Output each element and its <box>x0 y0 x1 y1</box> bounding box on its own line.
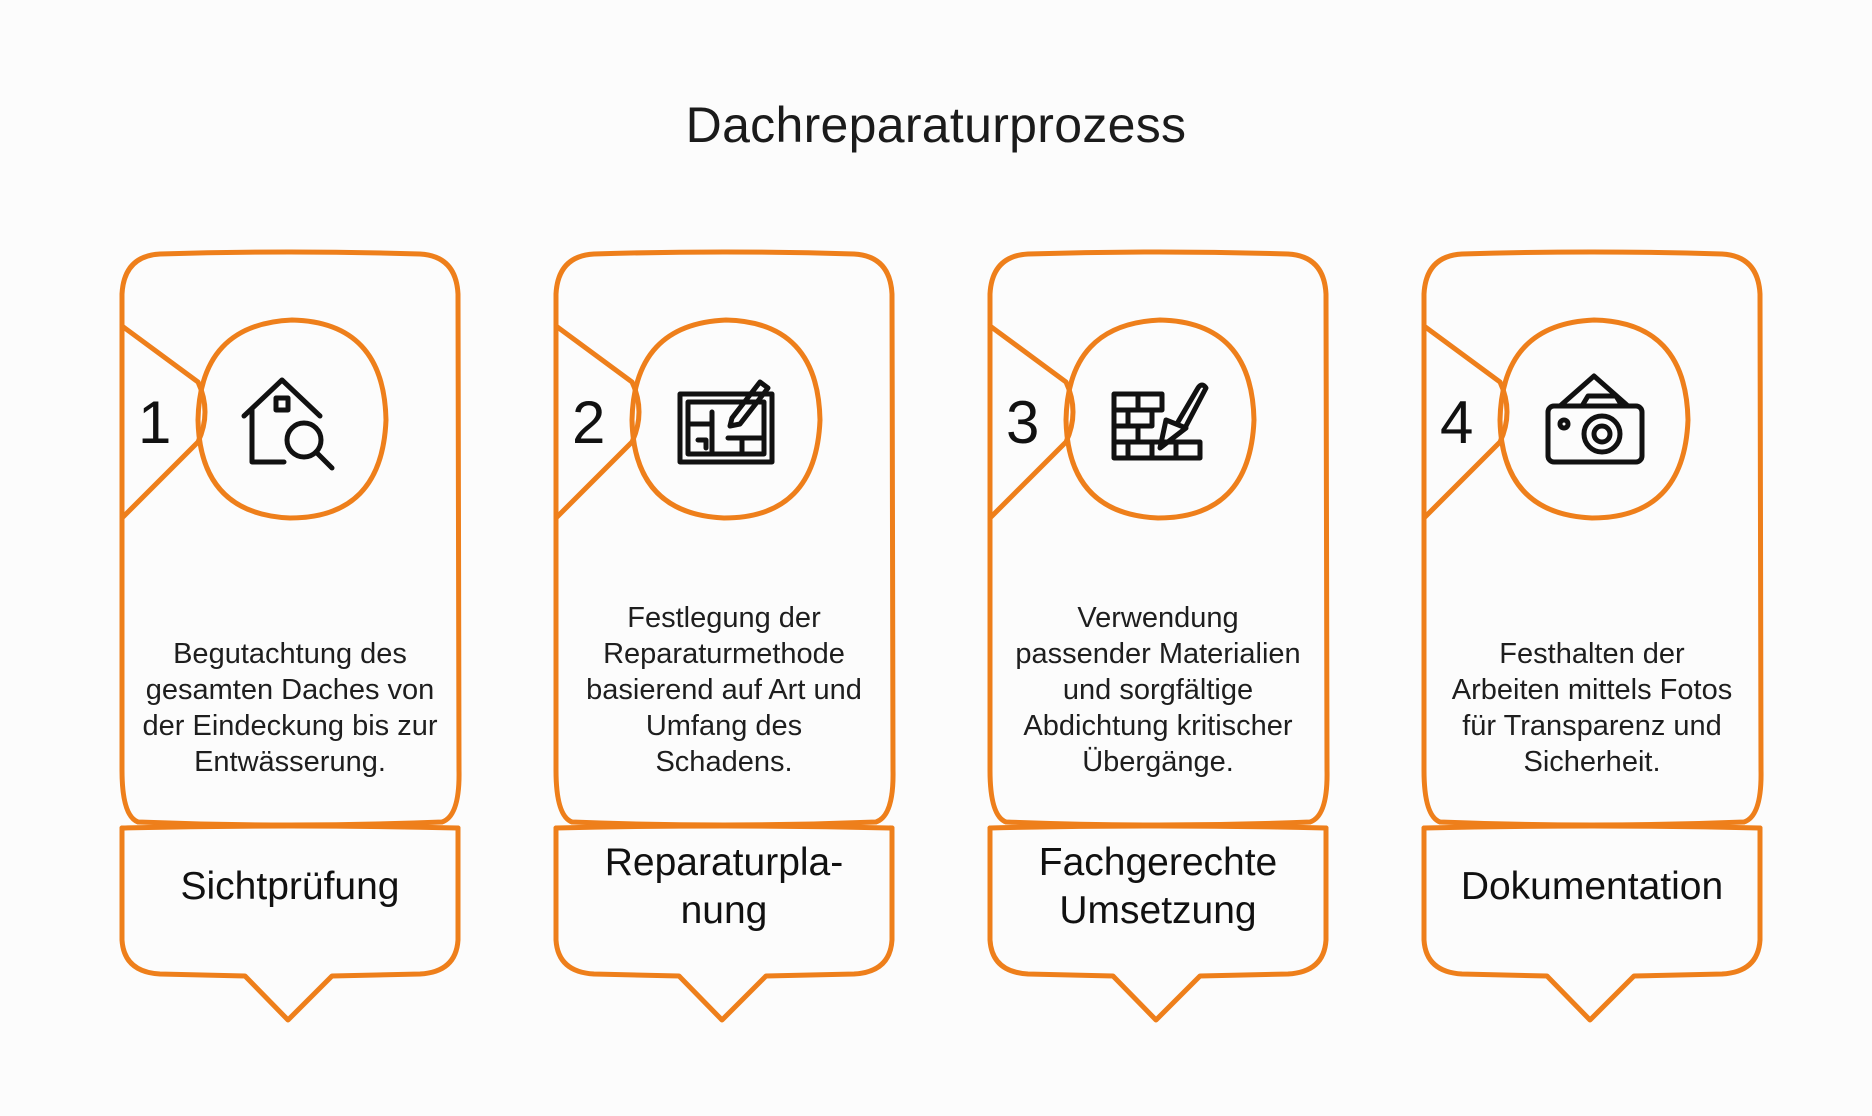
step-label: Sichtprüfung <box>180 865 400 908</box>
step-label: Fachgerechte Umsetzung <box>1038 841 1278 932</box>
step-card-2: 2 Festlegung der Reparaturmethode basier… <box>553 249 896 1030</box>
step-description: Festhalten der Arbeiten mittels Fotos fü… <box>1451 638 1733 778</box>
step-label: Reparaturpla- nung <box>604 841 844 932</box>
step-card-4: 4 Festhalten der Arbeiten mittels Fotos … <box>1421 249 1764 1030</box>
step-card-1: 1 Begutachtung des gesamten Daches von d… <box>119 249 462 1030</box>
card-frame <box>553 249 896 1023</box>
step-card-3: 3 Verwendung passender Materialien und s… <box>987 249 1330 1030</box>
step-description: Festlegung der Reparaturmethode basieren… <box>586 602 862 778</box>
step-number: 3 <box>1006 389 1040 456</box>
card-frame <box>1421 249 1764 1023</box>
camera-house-icon <box>1545 373 1645 465</box>
card-frame <box>987 249 1330 1023</box>
step-number: 4 <box>1440 389 1474 456</box>
step-label: Dokumentation <box>1460 865 1724 908</box>
house-search-icon <box>241 377 335 471</box>
step-number: 1 <box>138 389 172 456</box>
card-frame <box>119 249 462 1023</box>
blueprint-pencil-icon <box>677 379 775 465</box>
page-title: Dachreparaturprozess <box>685 97 1187 153</box>
step-number: 2 <box>572 389 606 456</box>
step-description: Begutachtung des gesamten Daches von der… <box>142 638 438 778</box>
step-description: Verwendung passender Materialien und sor… <box>1015 602 1301 778</box>
bricks-trowel-icon <box>1111 382 1209 461</box>
